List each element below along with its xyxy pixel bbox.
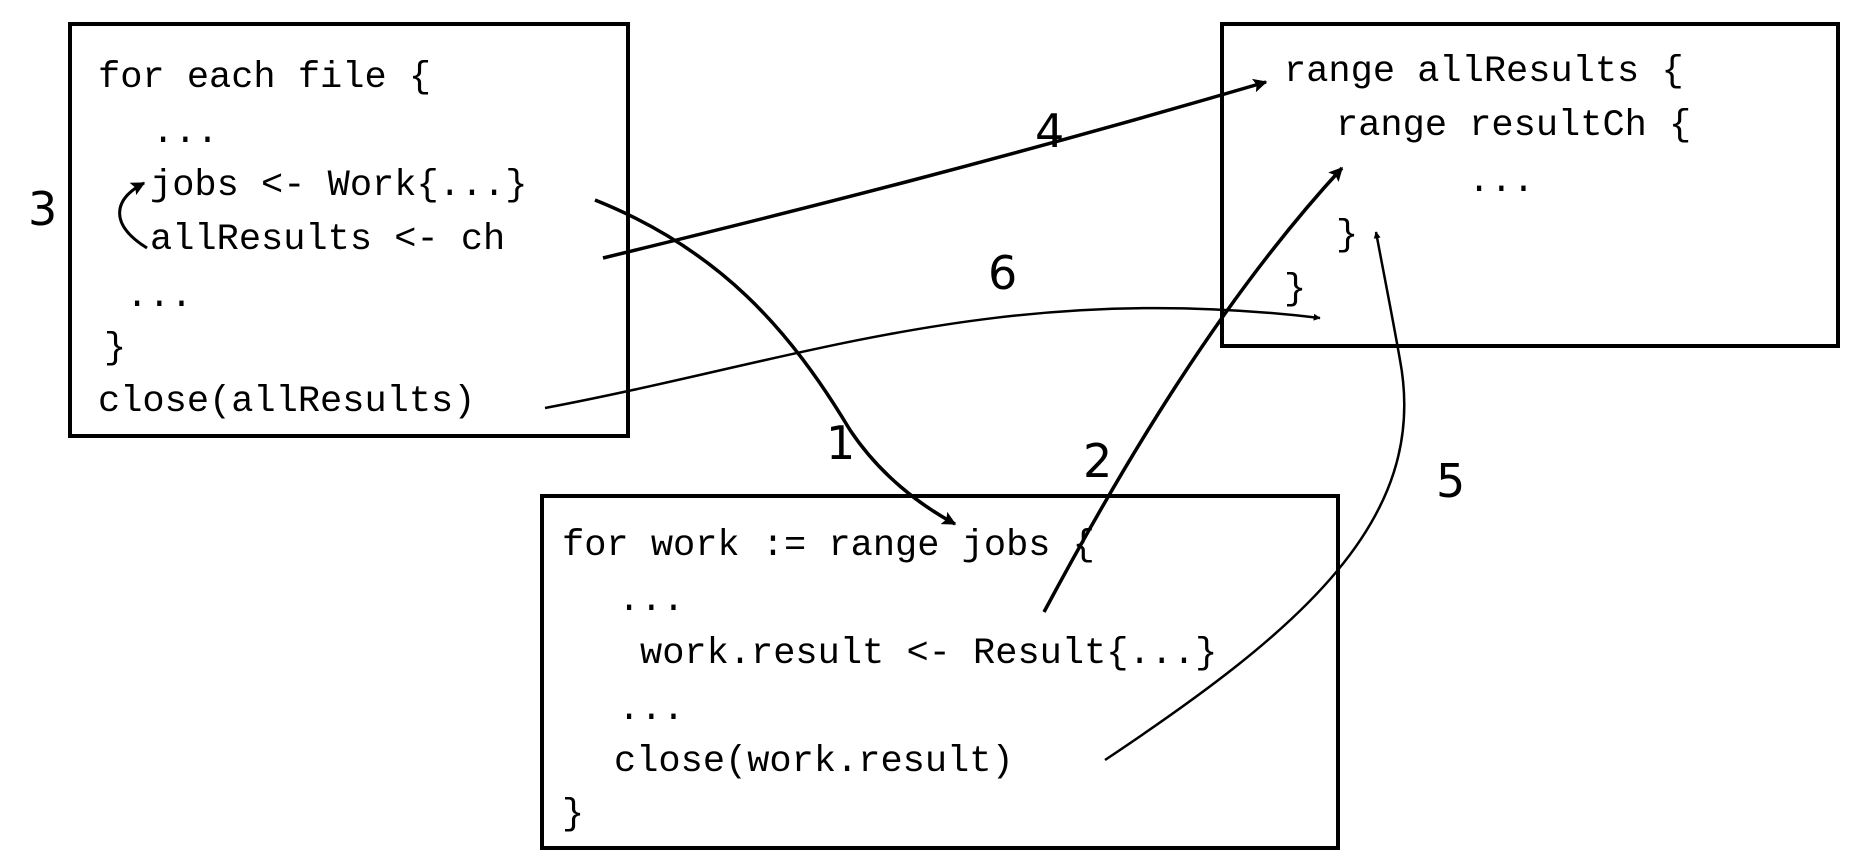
worker-line-close-result: close(work.result) [614, 741, 1014, 783]
collector-line-ellipsis: ... [1468, 161, 1535, 203]
worker-line-close-brace: } [562, 794, 585, 836]
producer-line-close-allresults: close(allResults) [98, 381, 476, 423]
step-label-2: 2 [1083, 434, 1113, 488]
worker-line-for-range-jobs: for work := range jobs { [562, 525, 1095, 567]
step-label-4: 4 [1035, 104, 1065, 158]
step-label-3: 3 [28, 182, 58, 236]
worker-line-result-send: work.result <- Result{...} [640, 633, 1218, 675]
collector-line-inner-close-brace: } [1336, 215, 1359, 257]
arrow-1-jobs-to-worker [594, 198, 957, 526]
producer-line-ellipsis-2: ... [126, 276, 193, 318]
arrow-6-close-allresults-to-outer-brace [544, 306, 1321, 410]
worker-line-ellipsis-2: ... [618, 689, 685, 731]
collector-line-range-resultch: range resultCh { [1336, 105, 1692, 147]
collector-line-outer-close-brace: } [1284, 269, 1307, 311]
producer-line-jobs-send: jobs <- Work{...} [150, 165, 528, 207]
worker-line-ellipsis-1: ... [618, 580, 685, 622]
step-label-6: 6 [988, 246, 1018, 300]
step-label-5: 5 [1436, 454, 1466, 508]
arrow-4-allresults-to-collector [602, 78, 1268, 260]
producer-line-allresults-send: allResults <- ch [150, 219, 506, 261]
producer-code-box [68, 22, 630, 438]
producer-line-for-each-file: for each file { [98, 57, 432, 99]
step-label-1: 1 [826, 416, 856, 470]
producer-line-close-brace: } [104, 328, 127, 370]
collector-line-range-allresults: range allResults { [1284, 51, 1684, 93]
producer-line-ellipsis-1: ... [152, 112, 219, 154]
